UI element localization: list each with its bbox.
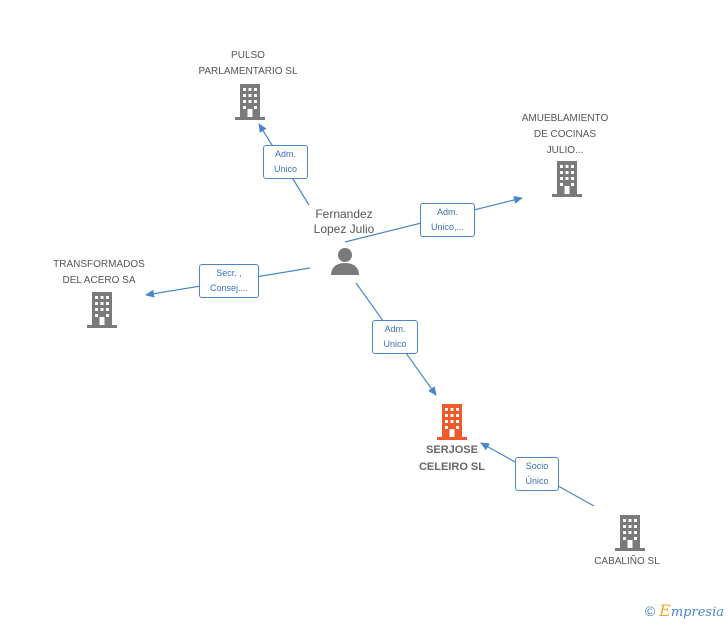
company-name-serjose[interactable]: SERJOSE CELEIRO SL [418, 444, 485, 473]
relation-label-cabalino[interactable]: Socio Único [515, 457, 559, 491]
company-name-amueblamiento[interactable]: AMUEBLAMIENTO DE COCINAS JULIO... [521, 113, 609, 156]
brand-name: mpresia [670, 605, 724, 620]
building-icon[interactable] [86, 292, 118, 328]
person-name[interactable]: Fernandez Lopez Julio [313, 207, 375, 236]
relation-label-amueblamiento[interactable]: Adm. Unico,... [420, 203, 475, 237]
company-name-cabalino[interactable]: CABALIÑO SL [594, 556, 660, 567]
footer-brand: © Empresia [645, 601, 724, 620]
edges [145, 123, 595, 507]
building-icon[interactable] [614, 515, 646, 551]
brand-initial: E [659, 601, 671, 620]
person-icon[interactable] [330, 246, 360, 276]
company-name-pulso[interactable]: PULSO PARLAMENTARIO SL [198, 50, 298, 77]
relation-label-pulso[interactable]: Adm. Unico [263, 145, 308, 179]
building-icon[interactable] [551, 161, 583, 197]
copyright-symbol: © [644, 602, 656, 619]
relation-label-serjose[interactable]: Adm. Unico [372, 320, 418, 354]
building-icon[interactable] [436, 404, 468, 440]
building-icon[interactable] [234, 84, 266, 120]
relation-label-transformados[interactable]: Secr. , Consej.... [199, 264, 259, 298]
company-name-transformados[interactable]: TRANSFORMADOS DEL ACERO SA [53, 259, 145, 286]
brand-logo[interactable]: Empresia [659, 601, 724, 620]
